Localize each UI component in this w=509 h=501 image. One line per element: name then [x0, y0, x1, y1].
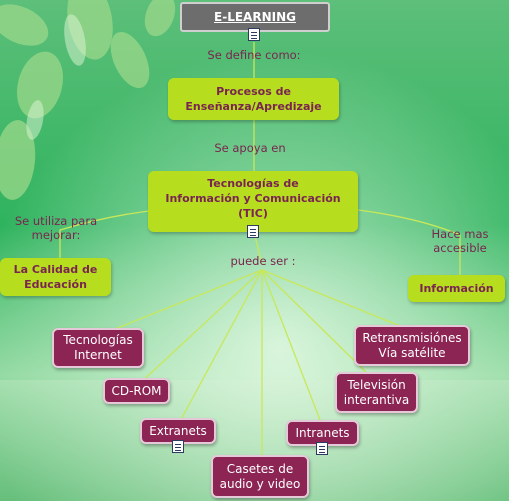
concept-tic[interactable]: Tecnologías de Información y Comunicació…	[148, 171, 358, 232]
document-icon[interactable]	[248, 28, 260, 41]
concept-calidad-label: La Calidad de Educación	[13, 263, 98, 291]
concept-tecnologias-internet-label: Tecnologías Internet	[63, 333, 133, 362]
leaf-decoration	[0, 0, 176, 200]
link-label-se-utiliza: Se utiliza para mejorar:	[14, 214, 98, 242]
link-label-se-define: Se define como:	[207, 48, 301, 62]
document-icon[interactable]	[316, 442, 328, 455]
concept-intranets[interactable]: Intranets	[286, 420, 359, 446]
concept-retransmisiones-label: Retransmisiónes Vía satélite	[362, 330, 462, 360]
concept-extranets[interactable]: Extranets	[140, 418, 216, 444]
concept-casetes-label: Casetes de audio y video	[219, 461, 301, 491]
concept-informacion[interactable]: Información	[408, 275, 505, 302]
concept-cdrom-label: CD-ROM	[111, 383, 162, 398]
concept-extranets-label: Extranets	[149, 423, 207, 438]
concept-casetes[interactable]: Casetes de audio y video	[211, 455, 309, 498]
concept-calidad[interactable]: La Calidad de Educación	[0, 258, 111, 296]
link-label-puede-ser: puede ser :	[230, 254, 296, 268]
concept-tic-label: Tecnologías de Información y Comunicació…	[165, 177, 341, 220]
root-concept-e-learning[interactable]: E-LEARNING	[180, 2, 330, 32]
link-label-se-apoya: Se apoya en	[214, 141, 286, 155]
concept-procesos-label: Procesos de Enseñanza/Apredizaje	[185, 85, 322, 113]
concept-cdrom[interactable]: CD-ROM	[103, 378, 170, 404]
concept-television[interactable]: Televisión interantiva	[335, 372, 418, 413]
concept-intranets-label: Intranets	[295, 425, 350, 440]
concept-retransmisiones[interactable]: Retransmisiónes Vía satélite	[354, 325, 470, 366]
concept-television-label: Televisión interantiva	[343, 377, 410, 407]
concept-informacion-label: Información	[419, 282, 494, 295]
link-label-hace-mas: Hace mas accesible	[431, 227, 489, 255]
concept-tecnologias-internet[interactable]: Tecnologías Internet	[52, 328, 144, 368]
document-icon[interactable]	[247, 225, 259, 238]
concept-procesos[interactable]: Procesos de Enseñanza/Apredizaje	[168, 78, 339, 120]
document-icon[interactable]	[172, 440, 184, 453]
root-concept-label: E-LEARNING	[214, 9, 296, 24]
